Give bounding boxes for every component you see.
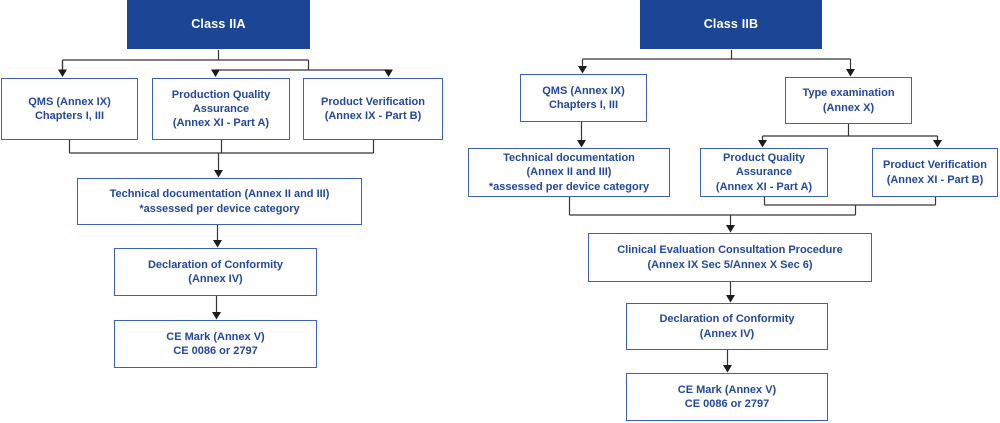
node-label-line: Chapters I, III: [34, 110, 105, 122]
node-label-line: Technical documentation (Annex II and II…: [109, 188, 330, 201]
node-label-line: (Annex XI - Part A): [715, 180, 813, 193]
node-label-line: CE Mark (Annex V): [677, 383, 777, 396]
node-iia-qms: QMS (Annex IX) Chapters I, III: [1, 78, 138, 140]
node-label-line: CE 0086 or 2797: [173, 345, 258, 357]
node-label-line: Product Verification: [321, 95, 425, 108]
node-label-line: Type examination: [802, 87, 895, 100]
node-label-line: Technical documentation: [503, 152, 635, 165]
node-label-line: *assessed per device category: [139, 202, 300, 215]
node-class-iib-header: Class IIB: [640, 0, 822, 49]
node-iia-ce-mark: CE Mark (Annex V) CE 0086 or 2797: [114, 320, 317, 368]
node-label-line: Clinical Evaluation Consultation Procedu…: [617, 244, 843, 257]
node-label-line: *assessed per device category: [488, 180, 650, 193]
node-label-line: CE Mark (Annex V): [166, 330, 265, 343]
connector-lines-class-iib: [568, 50, 939, 366]
node-label-line: CE 0086 or 2797: [684, 398, 770, 410]
node-iib-clinical-evaluation: Clinical Evaluation Consultation Procedu…: [588, 233, 872, 282]
node-label-line: Production Quality: [171, 88, 271, 101]
node-iia-technical-documentation: Technical documentation (Annex II and II…: [77, 178, 362, 225]
node-label-line: (Annex II and III): [526, 166, 612, 179]
node-label-line: QMS (Annex IX): [28, 95, 111, 108]
node-iia-declaration-of-conformity: Declaration of Conformity (Annex IV): [114, 248, 317, 296]
node-iib-product-quality-assurance: Product Quality Assurance (Annex XI - Pa…: [700, 148, 828, 197]
node-iib-declaration-of-conformity: Declaration of Conformity (Annex IV): [626, 303, 828, 350]
node-label-line: (Annex IV): [699, 327, 755, 340]
connector-arrowheads: [58, 66, 942, 373]
node-iib-type-examination: Type examination (Annex X): [785, 77, 912, 124]
node-iib-technical-documentation: Technical documentation (Annex II and II…: [468, 148, 670, 197]
node-label-line: (Annex IV): [188, 273, 243, 285]
node-label: Class IIB: [703, 17, 759, 32]
node-label-line: Product Quality: [723, 152, 805, 165]
node-class-iia-header: Class IIA: [127, 0, 310, 49]
node-label-line: (Annex X): [822, 101, 875, 114]
node-label-line: Assurance: [192, 102, 250, 115]
node-iib-qms: QMS (Annex IX) Chapters I, III: [520, 74, 647, 122]
node-iib-ce-mark: CE Mark (Annex V) CE 0086 or 2797: [626, 373, 828, 421]
node-label: Class IIA: [191, 17, 246, 32]
node-iia-product-verification: Product Verification (Annex IX - Part B): [303, 78, 443, 140]
node-label-line: Assurance: [735, 166, 793, 179]
node-label-line: (Annex IX - Part B): [324, 110, 422, 122]
node-label-line: Chapters I, III: [548, 99, 619, 111]
node-label-line: Product Verification: [883, 159, 987, 172]
node-iia-production-quality-assurance: Production Quality Assurance (Annex XI -…: [152, 78, 290, 140]
node-label-line: Declaration of Conformity: [147, 258, 284, 271]
node-label-line: (Annex XI - Part B): [886, 173, 984, 186]
node-label-line: (Annex XI - Part A): [172, 117, 270, 130]
node-iib-product-verification: Product Verification (Annex XI - Part B): [872, 148, 998, 197]
node-label-line: Declaration of Conformity: [659, 313, 795, 326]
node-label-line: (Annex IX Sec 5/Annex X Sec 6): [647, 258, 813, 271]
node-label-line: QMS (Annex IX): [542, 84, 625, 97]
